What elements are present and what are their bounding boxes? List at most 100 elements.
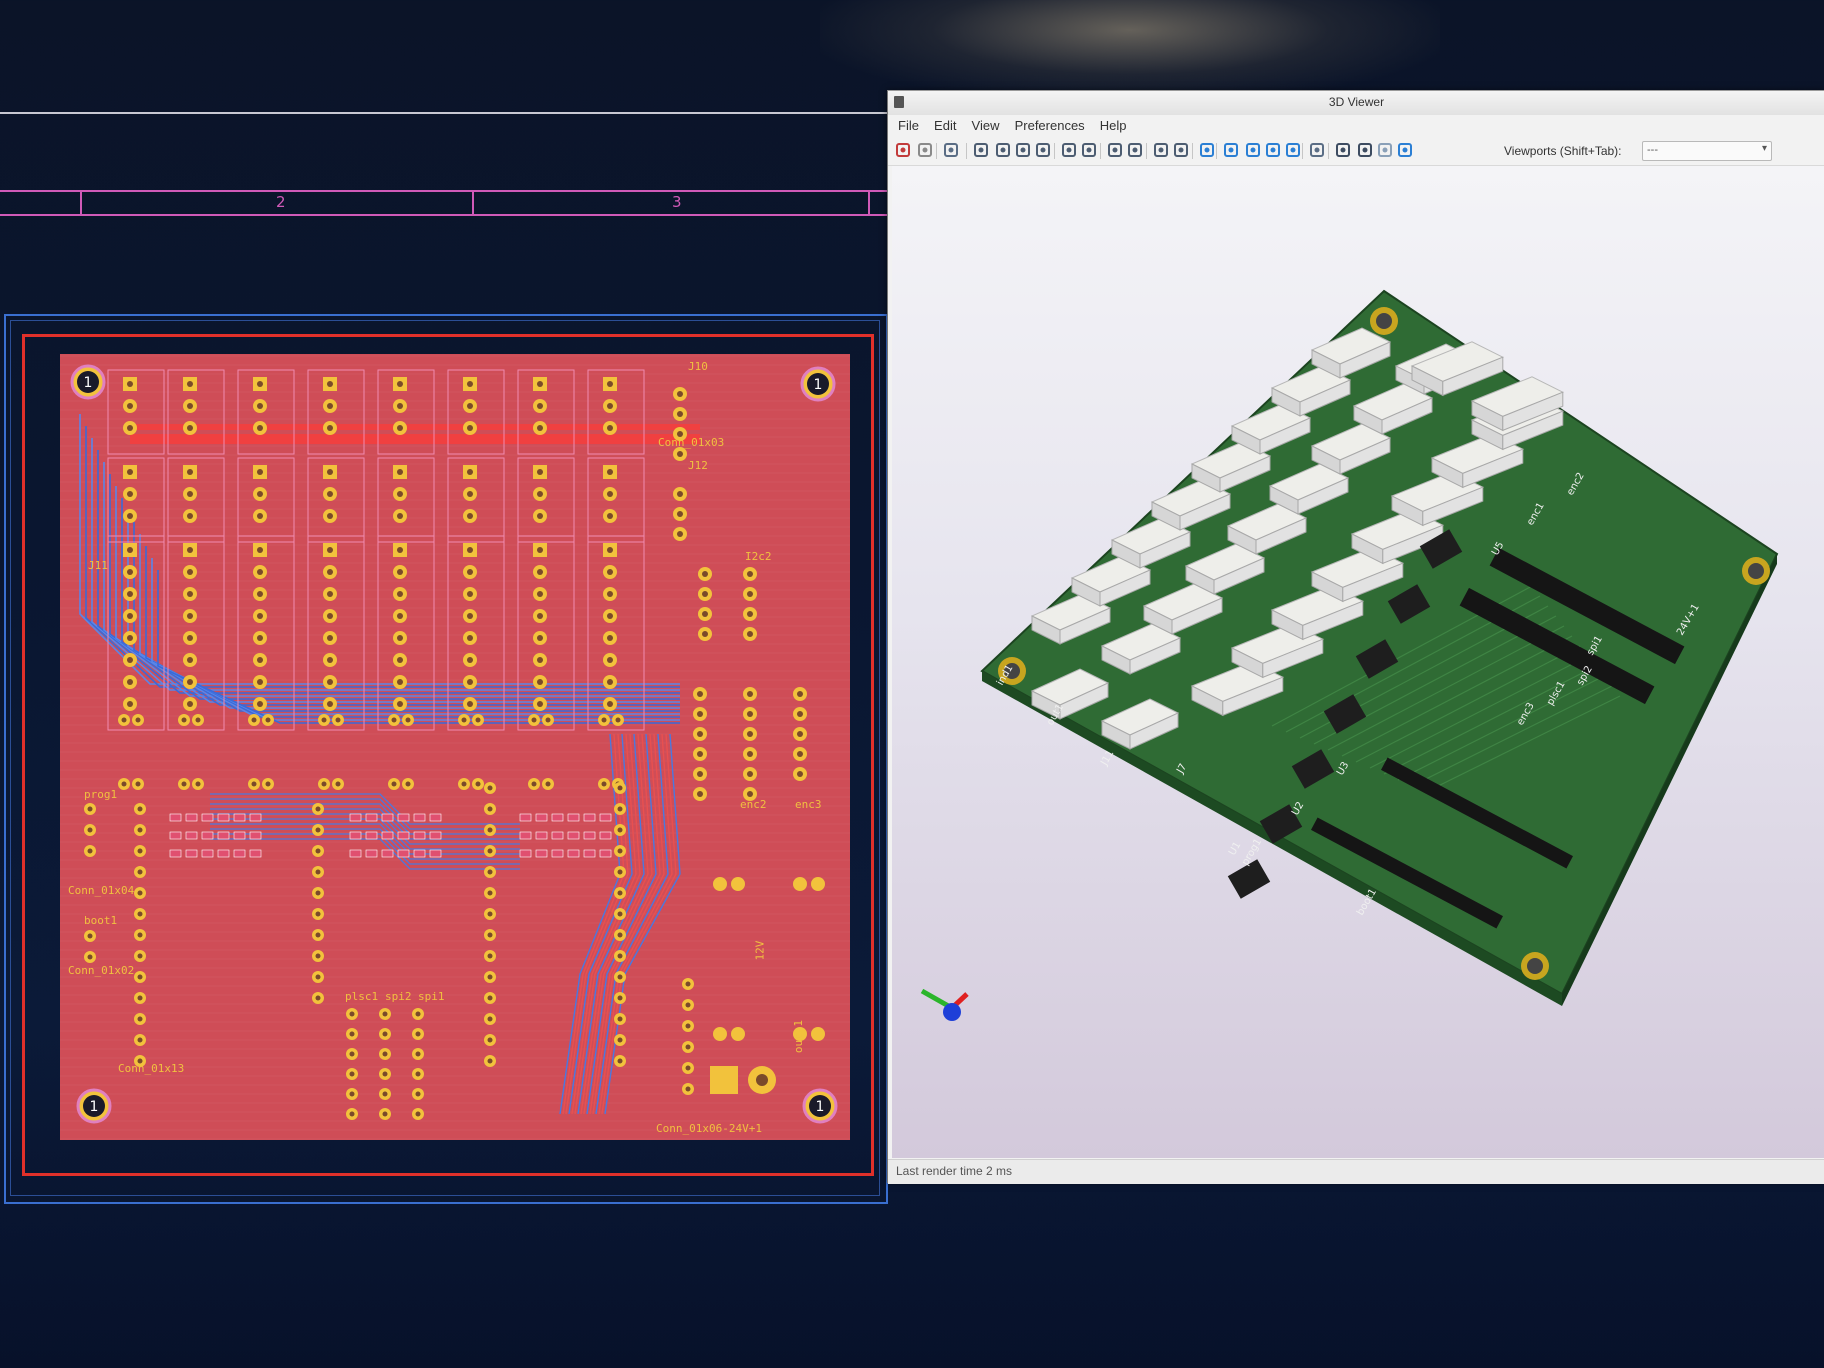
- pad-drill: [327, 491, 333, 497]
- menu-help[interactable]: Help: [1099, 118, 1127, 133]
- pad-drill: [467, 469, 473, 475]
- show-tht-icon[interactable]: [1334, 141, 1352, 159]
- footprint-courtyard: [447, 369, 505, 455]
- pad-drill: [607, 513, 613, 519]
- pad-drill: [467, 547, 473, 553]
- smd-resistor: [201, 813, 214, 822]
- connector-front: [1219, 455, 1271, 493]
- pad-drill: [127, 403, 133, 409]
- menu-preferences[interactable]: Preferences: [1014, 118, 1085, 133]
- copy-image-icon[interactable]: [916, 141, 934, 159]
- rotate-y-cw-icon[interactable]: [1106, 141, 1124, 159]
- render-options-icon[interactable]: [894, 141, 912, 159]
- rotate-x-ccw-icon[interactable]: [1080, 141, 1098, 159]
- move-right-icon[interactable]: [1244, 141, 1262, 159]
- mounting-hole-label: 1: [84, 375, 93, 391]
- pad-drill: [607, 547, 613, 553]
- smd-resistor: [349, 831, 362, 840]
- pad-drill: [607, 491, 613, 497]
- mounting-hole-drill: [83, 1095, 105, 1117]
- viewports-label: Viewports (Shift+Tab):: [1504, 144, 1622, 158]
- zoom-fit-icon[interactable]: [1034, 141, 1052, 159]
- silk-label: enc2: [740, 798, 767, 811]
- 3d-silk-label: J7: [1175, 762, 1190, 776]
- pad-drill: [127, 701, 133, 707]
- pad-drill: [327, 569, 333, 575]
- pad-drill: [349, 1011, 355, 1017]
- move-left-icon[interactable]: [1222, 141, 1240, 159]
- pad-drill: [747, 711, 753, 717]
- 3d-trace: [1355, 645, 1581, 763]
- connector-front: [1381, 397, 1433, 435]
- signal-trace: [121, 498, 680, 706]
- pad-drill: [127, 679, 133, 685]
- zoom-out-icon[interactable]: [1014, 141, 1032, 159]
- show-smd-icon[interactable]: [1356, 141, 1374, 159]
- 3d-mounting-hole-drill: [1004, 663, 1020, 679]
- mounting-hole-label: 1: [816, 1099, 825, 1115]
- pad-drill: [315, 890, 321, 896]
- pad-drill: [617, 974, 623, 980]
- menu-view[interactable]: View: [971, 118, 1000, 133]
- smd-resistor: [599, 849, 612, 858]
- pad-drill: [327, 403, 333, 409]
- rotate-z-ccw-icon[interactable]: [1172, 141, 1190, 159]
- zoom-in-icon[interactable]: [994, 141, 1012, 159]
- pad-drill: [487, 1016, 493, 1022]
- silk-label: Conn_01x06-24V+1: [656, 1122, 762, 1135]
- silk-label: 12V: [753, 940, 767, 961]
- pad-drill: [531, 781, 537, 787]
- pad-drill: [265, 781, 271, 787]
- signal-trace: [210, 813, 520, 845]
- reload-icon[interactable]: [972, 141, 990, 159]
- 3d-viewer-window[interactable]: 3D Viewer File Edit View Preferences Hel…: [887, 90, 1824, 1184]
- pad-drill: [397, 403, 403, 409]
- pad-drill: [461, 781, 467, 787]
- bus-trace: [574, 733, 641, 1115]
- smd-resistor: [365, 831, 378, 840]
- rotate-z-cw-icon[interactable]: [1152, 141, 1170, 159]
- show-layers-icon[interactable]: [1396, 141, 1414, 159]
- menu-edit[interactable]: Edit: [934, 118, 957, 133]
- pad-drill: [327, 513, 333, 519]
- connector-front: [1259, 417, 1311, 455]
- pad-drill: [607, 403, 613, 409]
- connector-front: [1442, 356, 1504, 397]
- pad-drill: [315, 827, 321, 833]
- connector-front: [1059, 607, 1111, 645]
- menu-file[interactable]: File: [898, 118, 919, 133]
- show-virtual-icon[interactable]: [1376, 141, 1394, 159]
- pad-drill: [415, 1051, 421, 1057]
- pad-drill: [195, 781, 201, 787]
- pad-drill: [685, 981, 691, 987]
- pad-drill: [127, 513, 133, 519]
- pad-drill: [467, 513, 473, 519]
- move-down-icon[interactable]: [1284, 141, 1302, 159]
- titlebar[interactable]: 3D Viewer: [888, 91, 1824, 116]
- 3d-silk-label: prog1: [1240, 837, 1264, 868]
- pad-drill: [382, 1071, 388, 1077]
- signal-trace: [210, 818, 520, 850]
- rotate-y-ccw-icon[interactable]: [1126, 141, 1144, 159]
- pad-drill: [315, 953, 321, 959]
- move-up-icon[interactable]: [1264, 141, 1282, 159]
- rotate-x-cw-icon[interactable]: [1060, 141, 1078, 159]
- pad-drill: [382, 1051, 388, 1057]
- smd-resistor: [365, 849, 378, 858]
- jst-connector: [1190, 441, 1272, 493]
- pad-drill: [702, 611, 708, 617]
- viewports-dropdown[interactable]: --- ▾: [1642, 141, 1772, 161]
- flip-board-icon[interactable]: [1198, 141, 1216, 159]
- pad-drill: [87, 806, 93, 812]
- pad-drill: [537, 547, 543, 553]
- raytrace-icon[interactable]: [942, 141, 960, 159]
- smd-ic: [1259, 804, 1303, 844]
- connector-front: [1462, 448, 1524, 489]
- smd-resistor: [583, 849, 596, 858]
- pad-drill: [617, 1037, 623, 1043]
- ortho-icon[interactable]: [1308, 141, 1326, 159]
- pad-drill: [257, 679, 263, 685]
